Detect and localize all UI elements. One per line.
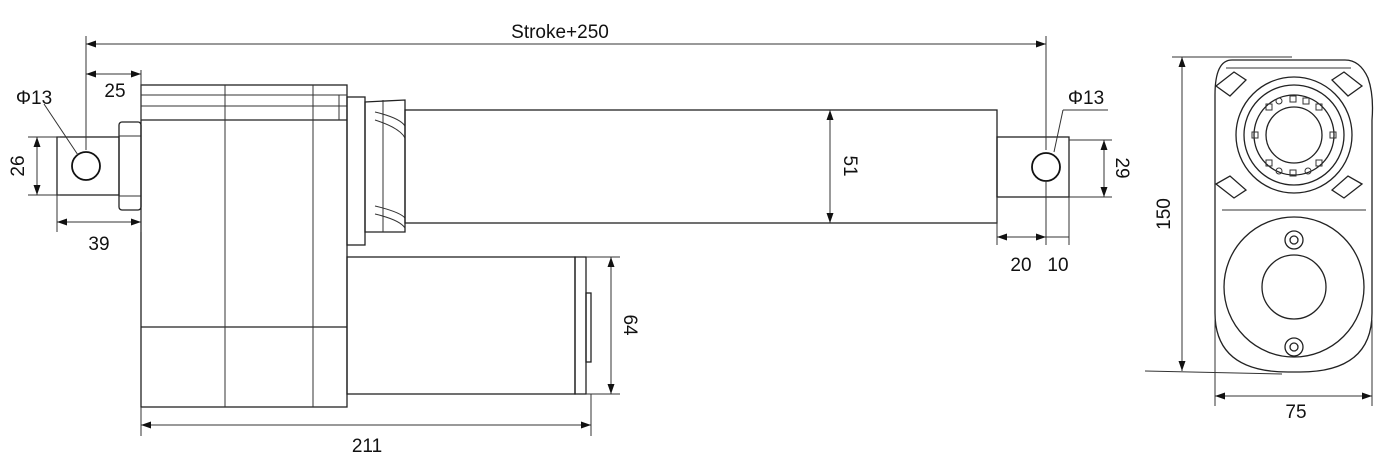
- motor-end-inner: [1261, 254, 1327, 320]
- dim-front-length: 20: [1010, 255, 1031, 276]
- front-clevis: [996, 136, 1070, 198]
- side-view: [56, 84, 1070, 408]
- end-view: [1214, 59, 1374, 373]
- lug-top-right: [1330, 71, 1364, 97]
- dim-front-offset: 10: [1047, 255, 1068, 276]
- rear-mounting-hole: [71, 151, 101, 181]
- dim-tube-diameter: 51: [839, 155, 860, 176]
- lug-bottom-right: [1330, 175, 1364, 199]
- dim-rear-hole: Φ13: [16, 88, 52, 109]
- motor: [346, 256, 592, 395]
- tube-end-inner: [1265, 106, 1323, 164]
- front-mounting-hole: [1031, 152, 1061, 182]
- end-dimensions: 150 75: [1144, 56, 1373, 423]
- dim-rear-offset: 25: [104, 81, 125, 102]
- dim-end-height: 150: [1154, 198, 1175, 230]
- dim-rear-length: 39: [88, 234, 109, 255]
- gearbox-housing: [140, 84, 348, 408]
- tube-end-outer: [1235, 76, 1353, 194]
- side-dimensions: Stroke+250 25 Φ13 26 39 51 Φ13 29: [8, 22, 1132, 457]
- dim-motor-length: 211: [352, 436, 382, 457]
- rear-clevis: [56, 121, 142, 211]
- dim-rear-height: 26: [8, 155, 29, 176]
- dim-front-hole: Φ13: [1068, 88, 1104, 109]
- motor-end-outer: [1223, 216, 1365, 358]
- screw-holes: [1251, 95, 1337, 177]
- dim-end-width: 75: [1285, 402, 1306, 423]
- dim-overall-length: Stroke+250: [511, 22, 609, 43]
- lug-bottom-left: [1214, 175, 1248, 199]
- front-collar: [346, 96, 406, 246]
- dim-motor-diameter: 64: [619, 314, 640, 336]
- lug-top-left: [1214, 71, 1248, 97]
- outer-tube: [404, 109, 998, 224]
- dim-front-height: 29: [1111, 157, 1132, 178]
